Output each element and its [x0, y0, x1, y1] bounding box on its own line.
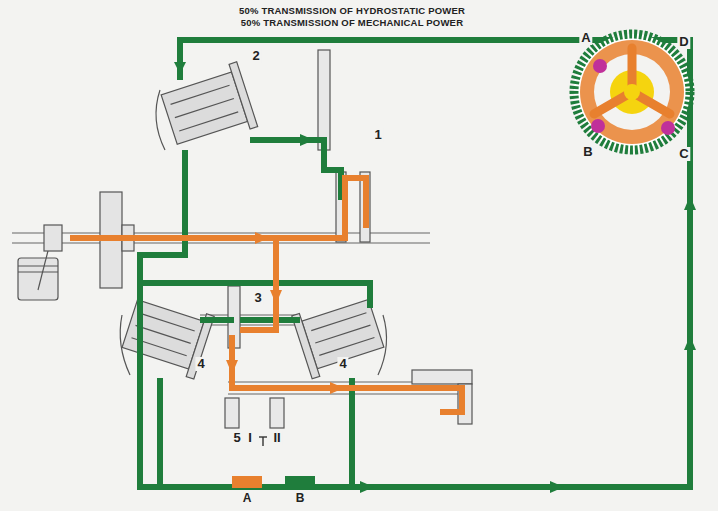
- inset-letter: A: [579, 31, 592, 45]
- legend-label: B: [294, 491, 307, 505]
- inset-letter: D: [677, 35, 690, 49]
- callout-number: 3: [252, 291, 263, 305]
- callout-number: 5: [231, 431, 242, 445]
- legend-swatch: [232, 476, 262, 488]
- callout-number: 4: [337, 357, 348, 371]
- callout-number: 4: [195, 357, 206, 371]
- legend-label: A: [241, 491, 254, 505]
- legend-swatch: [285, 476, 315, 488]
- title: 50% TRANSMISSION OF HYDROSTATIC POWER 50…: [232, 5, 472, 29]
- callout-number: 1: [372, 128, 383, 142]
- inset-letter: B: [581, 145, 594, 159]
- gear-label: I: [246, 431, 254, 445]
- callout-number: 2: [250, 49, 261, 63]
- gear-label: II: [271, 431, 282, 445]
- inset-letter: C: [677, 147, 690, 161]
